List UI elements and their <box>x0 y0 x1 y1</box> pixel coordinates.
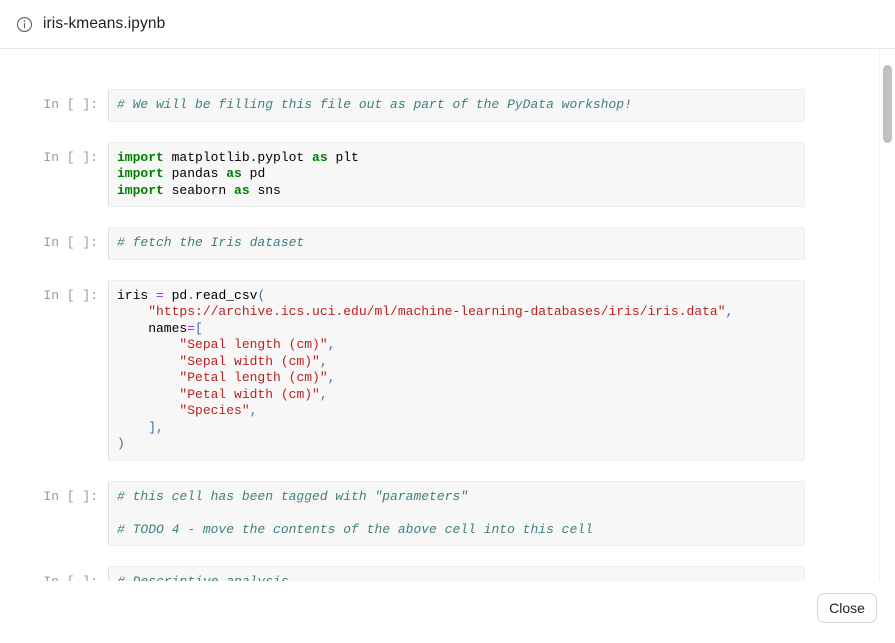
code-token: # TODO 4 - move the contents of the abov… <box>117 521 593 537</box>
code-token: import <box>117 149 164 165</box>
code-line: "Petal width (cm)", <box>117 387 804 404</box>
code-token: ( <box>257 287 266 303</box>
code-token: pd <box>241 166 266 181</box>
code-token: ], <box>148 419 164 435</box>
code-token: = <box>187 320 196 336</box>
code-token: "https://archive.ics.uci.edu/ml/machine-… <box>148 304 726 319</box>
close-button[interactable]: Close <box>817 593 877 623</box>
code-line: import matplotlib.pyplot as plt <box>117 150 804 167</box>
code-token: # this cell has been tagged with "parame… <box>117 488 469 504</box>
code-token: , <box>319 353 328 369</box>
code-line: # TODO 4 - move the contents of the abov… <box>117 522 804 539</box>
code-line: "Sepal width (cm)", <box>117 354 804 371</box>
code-line: iris = pd.read_csv( <box>117 288 804 305</box>
code-line: names=[ <box>117 321 804 338</box>
code-token: as <box>226 166 242 181</box>
code-token: iris <box>117 287 157 303</box>
code-token: , <box>249 403 258 418</box>
code-line: "Sepal length (cm)", <box>117 337 804 354</box>
code-line: import pandas as pd <box>117 166 804 183</box>
cell-input-cell-comment-intro[interactable]: # We will be filling this file out as pa… <box>108 89 805 122</box>
notebook-cell[interactable]: In [ ]: # this cell has been tagged with … <box>0 480 862 546</box>
code-token: as <box>312 149 328 165</box>
notebook-cell[interactable]: In [ ]: iris = pd.read_csv( "https://arch… <box>0 279 862 461</box>
code-line: "Species", <box>117 403 804 420</box>
code-token: "Sepal width (cm)" <box>179 353 320 369</box>
code-line: # fetch the Iris dataset <box>117 235 804 252</box>
code-line: "https://archive.ics.uci.edu/ml/machine-… <box>117 304 804 321</box>
code-line: import seaborn as sns <box>117 183 804 200</box>
code-token: "Sepal length (cm)" <box>179 337 328 352</box>
code-line: ], <box>117 420 804 437</box>
code-token: import <box>117 182 164 198</box>
notebook-cell-list: In [ ]: # We will be filling this file ou… <box>0 49 862 643</box>
code-token: names <box>117 320 188 336</box>
code-token: "Petal length (cm)" <box>179 370 328 385</box>
code-token <box>117 370 179 385</box>
scrollbar-thumb[interactable] <box>883 65 892 143</box>
cell-input-cell-comment-fetch[interactable]: # fetch the Iris dataset <box>108 227 805 260</box>
page-title: iris-kmeans.ipynb <box>43 15 166 32</box>
cell-input-cell-read-csv[interactable]: iris = pd.read_csv( "https://archive.ics… <box>108 279 805 461</box>
cell-prompt: In [ ]: <box>43 488 98 504</box>
code-token: import <box>117 166 164 181</box>
code-token: "Petal width (cm)" <box>179 386 320 402</box>
code-token: , <box>725 304 734 319</box>
code-token <box>117 420 148 435</box>
code-token <box>117 403 179 418</box>
code-token: seaborn <box>163 182 235 198</box>
code-token <box>117 337 179 352</box>
code-token: plt <box>327 149 359 165</box>
code-token: = <box>156 287 164 303</box>
code-token: "Species" <box>179 403 250 418</box>
notebook-cell[interactable]: In [ ]: # We will be filling this file ou… <box>0 89 862 122</box>
code-line: # We will be filling this file out as pa… <box>117 97 804 114</box>
code-token: as <box>234 182 250 198</box>
cell-prompt: In [ ]: <box>43 149 98 165</box>
code-line <box>117 505 804 522</box>
code-token: read_csv <box>195 287 258 303</box>
code-token: ) <box>117 436 125 451</box>
code-token: sns <box>249 182 281 198</box>
code-token <box>117 354 179 369</box>
cell-prompt: In [ ]: <box>43 235 98 250</box>
code-line: ) <box>117 436 804 453</box>
notebook-area: In [ ]: # We will be filling this file ou… <box>0 49 895 643</box>
cell-prompt: In [ ]: <box>43 287 98 303</box>
code-token: [ <box>195 320 203 336</box>
cell-prompt: In [ ]: <box>43 97 98 112</box>
footer-bar: Close <box>0 581 895 643</box>
code-token: , <box>327 370 336 385</box>
code-token: , <box>327 337 336 352</box>
code-token: . <box>187 287 196 303</box>
vertical-scrollbar[interactable] <box>879 49 895 643</box>
code-token: matplotlib.pyplot <box>163 149 313 165</box>
notebook-cell[interactable]: In [ ]: # fetch the Iris dataset <box>0 227 862 260</box>
code-token: pandas <box>163 166 227 181</box>
code-line: "Petal length (cm)", <box>117 370 804 387</box>
cell-input-cell-parameters[interactable]: # this cell has been tagged with "parame… <box>108 480 805 546</box>
code-line: # this cell has been tagged with "parame… <box>117 489 804 506</box>
code-token <box>117 304 148 319</box>
code-token <box>117 387 179 402</box>
title-bar: iris-kmeans.ipynb <box>0 0 895 49</box>
code-token: , <box>319 386 328 402</box>
code-token: # fetch the Iris dataset <box>117 235 305 250</box>
code-token: # We will be filling this file out as pa… <box>117 97 632 112</box>
info-icon <box>16 16 33 32</box>
code-token: pd <box>163 287 188 303</box>
